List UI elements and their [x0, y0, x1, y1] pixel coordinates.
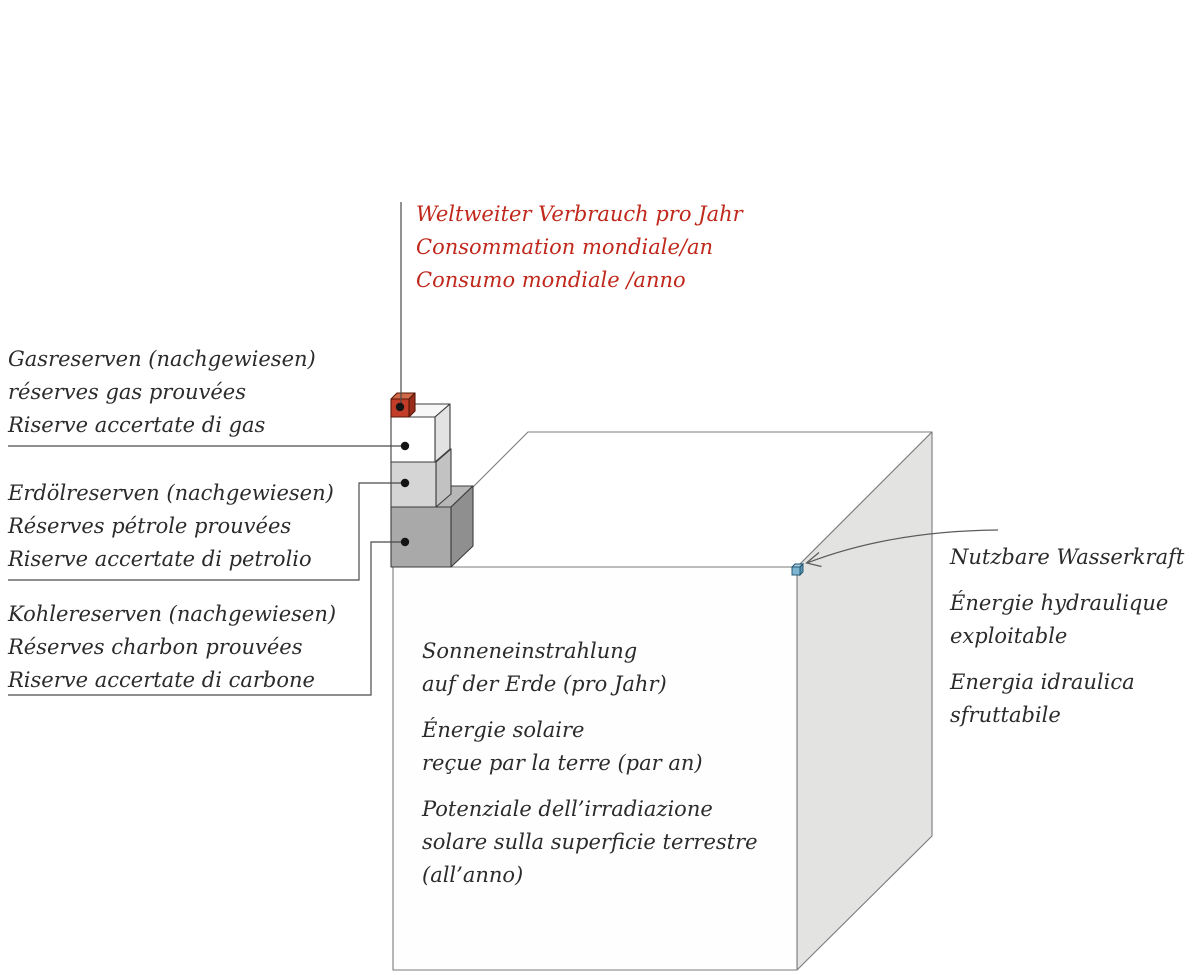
consumption-cube: [390, 392, 416, 418]
label-line: réserves gas prouvées: [8, 380, 247, 404]
coal-leader-line: [8, 541, 405, 696]
label-line: Erdölreserven (nachgewiesen): [8, 481, 334, 505]
label-line: exploitable: [950, 624, 1068, 648]
gas-cube-front-face: [390, 416, 436, 463]
hydro-label-paragraph-it: Energia idraulica sfruttabile: [950, 666, 1184, 732]
oil-cube-front-face: [390, 461, 437, 508]
label-line: Weltweiter Verbrauch pro Jahr: [416, 202, 743, 226]
hydro-energy-label: Nutzbare Wasserkraft Énergie hydraulique…: [950, 541, 1184, 732]
oil-leader-line: [8, 482, 405, 581]
label-line: Riserve accertate di carbone: [8, 668, 315, 692]
label-line: sfruttabile: [950, 703, 1061, 727]
coal-cube-front-face: [390, 506, 452, 568]
hydro-label-paragraph-de: Nutzbare Wasserkraft: [950, 541, 1184, 574]
label-line: Réserves pétrole prouvées: [8, 514, 292, 538]
label-line: Consumo mondiale /anno: [416, 268, 686, 292]
oil-reserves-label: Erdölreserven (nachgewiesen) Réserves pé…: [8, 477, 334, 576]
hydro-cube-front-face: [791, 566, 801, 576]
label-line: Énergie solaire: [422, 718, 585, 742]
hydro-label-paragraph-fr: Énergie hydraulique exploitable: [950, 587, 1184, 653]
solar-label-paragraph-fr: Énergie solaire reçue par la terre (par …: [422, 714, 758, 780]
hydro-energy-cube: [790, 562, 805, 577]
consumption-label: Weltweiter Verbrauch pro Jahr Consommati…: [416, 198, 743, 297]
solar-cube-front-face: [392, 566, 798, 971]
label-line: Kohlereserven (nachgewiesen): [8, 602, 337, 626]
hydro-arrow-curve: [806, 529, 999, 564]
label-line: auf der Erde (pro Jahr): [422, 672, 667, 696]
label-line: Consommation mondiale/an: [416, 235, 714, 259]
solar-energy-cube: [392, 431, 933, 971]
label-line: Réserves charbon prouvées: [8, 635, 303, 659]
label-line: Riserve accertate di petrolio: [8, 547, 312, 571]
label-line: Energia idraulica: [950, 670, 1135, 694]
gas-reserves-label: Gasreserven (nachgewiesen) réserves gas …: [8, 343, 316, 442]
solar-label-paragraph-it: Potenziale dell’irradiazione solare sull…: [422, 793, 758, 892]
label-line: reçue par la terre (par an): [422, 751, 703, 775]
label-line: Sonneneinstrahlung: [422, 639, 638, 663]
gas-dot: [400, 441, 410, 451]
label-line: Énergie hydraulique: [950, 591, 1169, 615]
label-line: (all’anno): [422, 863, 524, 887]
label-line: Nutzbare Wasserkraft: [950, 545, 1185, 569]
label-line: Riserve accertate di gas: [8, 413, 266, 437]
label-line: Gasreserven (nachgewiesen): [8, 347, 316, 371]
solar-energy-label: Sonneneinstrahlung auf der Erde (pro Jah…: [422, 635, 758, 892]
oil-dot: [400, 478, 410, 488]
hydro-arrowhead: [805, 552, 822, 568]
coal-dot: [400, 537, 410, 547]
consumption-dot: [395, 402, 405, 412]
label-line: solare sulla superficie terrestre: [422, 830, 758, 854]
solar-label-paragraph-de: Sonneneinstrahlung auf der Erde (pro Jah…: [422, 635, 758, 701]
coal-reserves-label: Kohlereserven (nachgewiesen) Réserves ch…: [8, 598, 336, 697]
label-line: Potenziale dell’irradiazione: [422, 797, 713, 821]
